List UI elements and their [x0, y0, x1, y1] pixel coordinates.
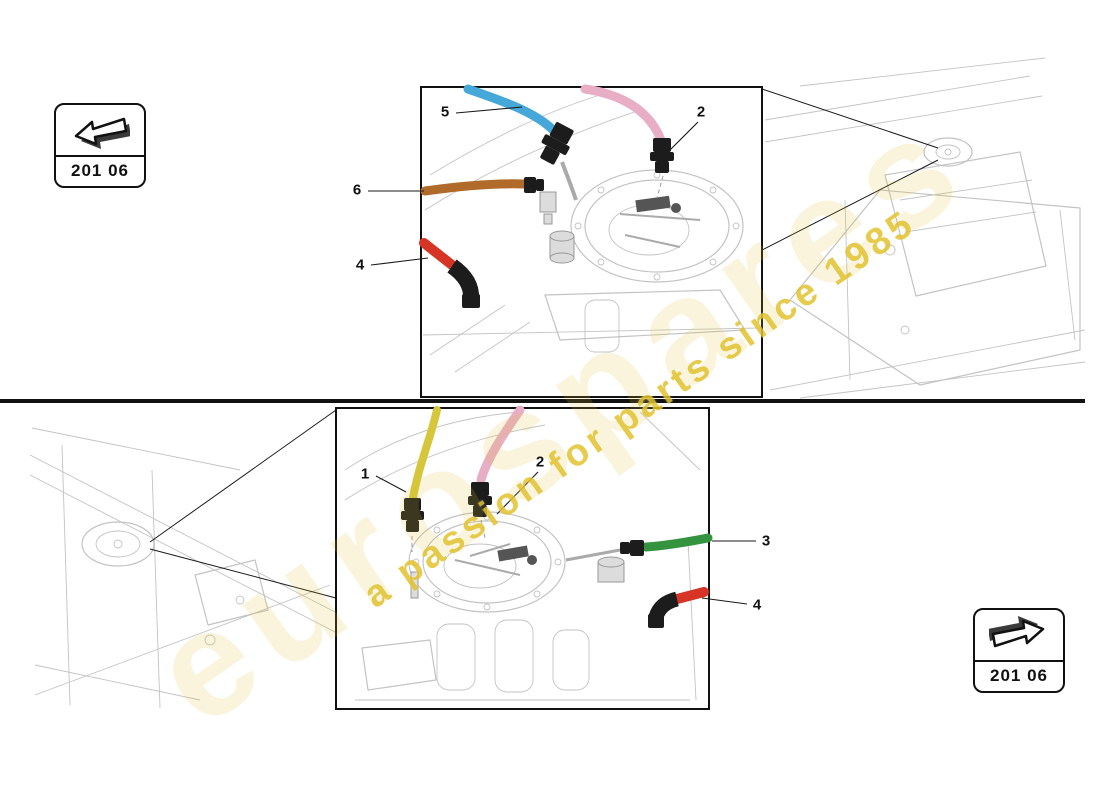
connector-red-elbow-top — [447, 259, 480, 308]
detail-view-lines — [149, 88, 939, 599]
section-badge-bottom-right[interactable]: 201 06 — [973, 608, 1065, 693]
hose-1-yellow — [409, 406, 441, 502]
connector-red-elbow-bottom — [648, 591, 680, 628]
fuel-pump-flange-bottom — [408, 511, 566, 613]
callout-5[interactable]: 5 — [440, 103, 450, 121]
hose-2-pink-top — [580, 84, 666, 145]
callout-4-bottom[interactable]: 4 — [752, 596, 762, 614]
mounting-hardware-bottom — [410, 556, 625, 599]
connector-pink-top — [650, 138, 674, 173]
prev-section-arrow-icon — [56, 105, 144, 155]
hose-6-brown — [420, 179, 529, 196]
section-code-label: 201 06 — [975, 660, 1063, 691]
connector-pink-bottom — [468, 482, 492, 517]
hose-4-red-bottom — [672, 587, 709, 604]
hose-5-blue — [463, 84, 558, 135]
connector-blue — [540, 122, 574, 165]
section-code-label: 201 06 — [56, 155, 144, 186]
callout-2-top[interactable]: 2 — [696, 103, 706, 121]
connector-green — [620, 540, 644, 556]
bottom-detail-panel — [335, 405, 756, 710]
connector-brown — [524, 177, 544, 193]
hose-2-pink-bottom — [476, 405, 525, 485]
callout-4-top[interactable]: 4 — [355, 256, 365, 274]
section-badge-top-left[interactable]: 201 06 — [54, 103, 146, 188]
hose-4-red-top — [419, 238, 457, 270]
next-section-arrow-icon — [975, 610, 1063, 660]
top-detail-panel — [368, 84, 763, 398]
callout-1[interactable]: 1 — [360, 465, 370, 483]
callout-2-bottom[interactable]: 2 — [535, 453, 545, 471]
background-lineart-bottom-left — [29, 427, 336, 709]
background-lineart-top-right — [764, 57, 1086, 399]
callout-6[interactable]: 6 — [352, 181, 362, 199]
callout-3[interactable]: 3 — [761, 532, 771, 550]
section-divider — [0, 399, 1085, 403]
hose-3-green — [641, 533, 713, 552]
connector-yellow — [401, 498, 424, 532]
mounting-hardware-top — [539, 191, 575, 264]
